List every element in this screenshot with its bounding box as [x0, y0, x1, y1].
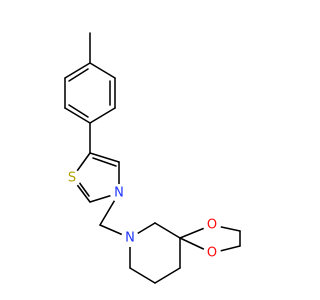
thiazole-nitrogen-atom: N	[110, 184, 128, 202]
thiazole-nitrogen-label: N	[114, 186, 124, 201]
thiazole-double-bond	[92, 157, 117, 167]
structure-canvas: S N N O O	[63, 32, 241, 284]
sulfur-label: S	[68, 171, 76, 186]
benzene-bond	[64, 107, 91, 124]
benzene-double-bond	[68, 104, 89, 118]
upper-oxygen-background	[203, 216, 221, 234]
sulfur-atom-background	[63, 169, 81, 187]
thiazole-nitrogen-background	[110, 184, 128, 202]
benzene-bond	[89, 62, 116, 79]
benzene-bond	[64, 62, 91, 79]
piperidine-bond	[154, 267, 181, 284]
lower-oxygen-background	[203, 244, 221, 262]
piperidine-nitrogen-label: N	[125, 231, 135, 246]
molecule-structure: S N N O O	[63, 32, 241, 284]
atom-layer: S N N O O	[63, 169, 221, 262]
piperidine-bond	[154, 222, 181, 239]
piperidine-bond	[129, 267, 156, 284]
piperidine-nitrogen-background	[121, 229, 139, 247]
benzene-bond	[89, 107, 116, 124]
benzene-double-bond	[68, 68, 89, 82]
upper-oxygen-atom: O	[203, 216, 221, 234]
upper-oxygen-label: O	[207, 218, 217, 233]
lower-oxygen-label: O	[207, 246, 217, 261]
piperidine-nitrogen-atom: N	[121, 229, 139, 247]
thiazole-bond	[89, 152, 120, 163]
sulfur-atom: S	[63, 169, 81, 187]
lower-oxygen-atom: O	[203, 244, 221, 262]
